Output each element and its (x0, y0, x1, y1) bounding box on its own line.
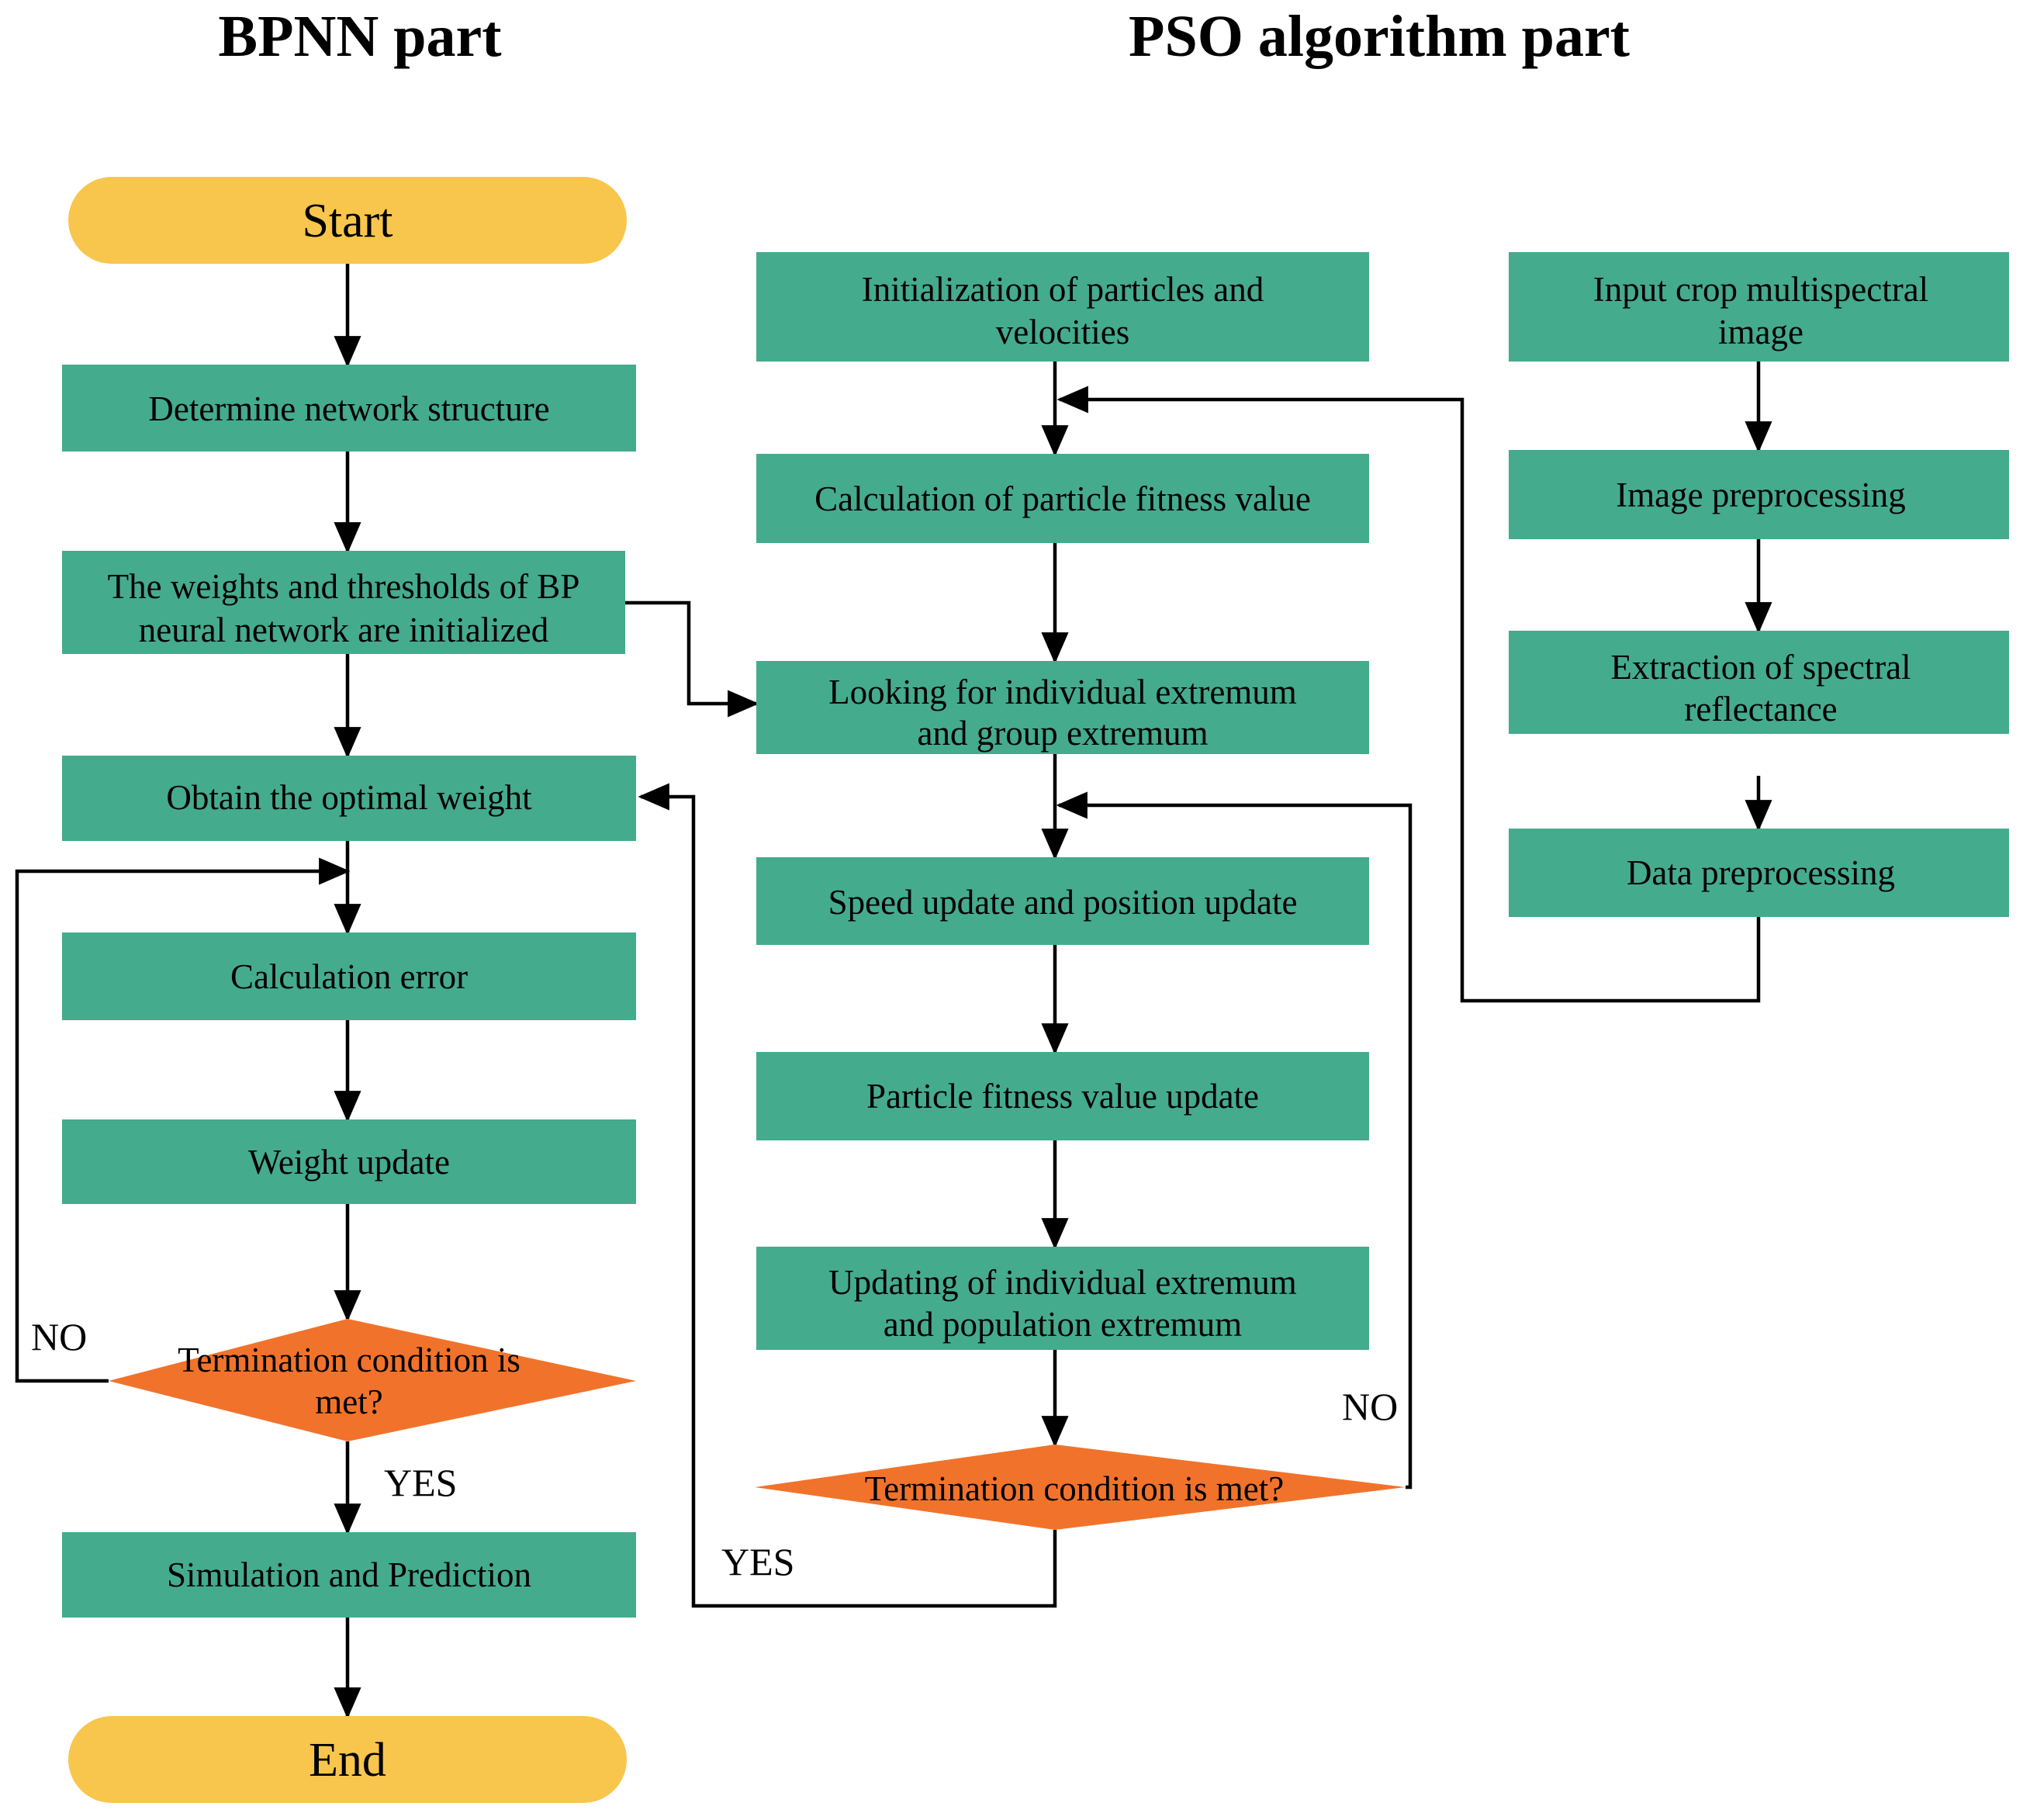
node-speed-position-update-label: Speed update and position update (828, 883, 1298, 922)
bpnn-connectors (15, 262, 361, 1719)
edge-label-pso-yes: YES (721, 1540, 794, 1583)
node-calculation-error-label: Calculation error (230, 957, 468, 996)
node-obtain-optimal-weight-label: Obtain the optimal weight (166, 778, 532, 817)
node-simulation-and-prediction[interactable]: Simulation and Prediction (62, 1532, 636, 1618)
title-bpnn-part: BPNN part (218, 4, 501, 69)
node-particle-fitness-update-label: Particle fitness value update (866, 1077, 1259, 1116)
node-determine-network-structure[interactable]: Determine network structure (62, 365, 636, 452)
node-input-crop-multispectral-image[interactable]: Input crop multispectral image (1509, 252, 2009, 362)
node-determine-network-structure-label: Determine network structure (148, 389, 549, 428)
node-looking-for-extremum-line2: and group extremum (918, 714, 1209, 753)
node-extraction-line2: reflectance (1684, 690, 1837, 728)
node-data-preprocessing[interactable]: Data preprocessing (1509, 829, 2009, 917)
edge-termination-no-loop (15, 857, 351, 1383)
node-end[interactable]: End (68, 1716, 627, 1803)
node-weight-update-label: Weight update (248, 1143, 450, 1182)
node-bpnn-termination-decision[interactable]: Termination condition is met? (109, 1319, 636, 1441)
edge-initweights-to-looking (625, 600, 759, 718)
node-start-label: Start (302, 195, 392, 247)
node-input-crop-line1: Input crop multispectral (1593, 270, 1928, 309)
node-data-preprocessing-label: Data preprocessing (1627, 853, 1895, 892)
node-input-crop-line2: image (1718, 313, 1803, 351)
node-extraction-line1: Extraction of spectral (1610, 648, 1911, 687)
node-updating-extremum-line2: and population extremum (884, 1305, 1242, 1344)
node-bpnn-termination-line2: met? (315, 1382, 382, 1421)
node-calculation-error[interactable]: Calculation error (62, 932, 636, 1020)
node-particle-fitness-update[interactable]: Particle fitness value update (756, 1052, 1369, 1140)
node-obtain-optimal-weight[interactable]: Obtain the optimal weight (62, 756, 636, 841)
data-pipeline-connectors (1056, 362, 1772, 1003)
edge-datapre-to-calcfitness (1056, 386, 1761, 1003)
edge-pso-termination-no-loop (1056, 791, 1413, 1490)
node-extraction-spectral-reflectance[interactable]: Extraction of spectral reflectance (1509, 631, 2009, 734)
node-pso-termination-decision[interactable]: Termination condition is met? (755, 1445, 1406, 1530)
node-calculation-particle-fitness-label: Calculation of particle fitness value (814, 479, 1311, 518)
node-initialize-weights-thresholds[interactable]: The weights and thresholds of BP neural … (62, 551, 625, 654)
title-pso-part: PSO algorithm part (1129, 4, 1630, 69)
node-bpnn-termination-line1: Termination condition is (178, 1341, 520, 1379)
node-initialize-weights-line1: The weights and thresholds of BP (108, 567, 580, 606)
node-pso-initialization[interactable]: Initialization of particles and velociti… (756, 252, 1369, 362)
edge-label-bpnn-yes: YES (384, 1461, 457, 1504)
node-image-preprocessing[interactable]: Image preprocessing (1509, 450, 2009, 539)
node-image-preprocessing-label: Image preprocessing (1616, 476, 1906, 514)
node-speed-position-update[interactable]: Speed update and position update (756, 857, 1369, 945)
edge-label-bpnn-no: NO (31, 1315, 87, 1358)
node-calculation-particle-fitness[interactable]: Calculation of particle fitness value (756, 454, 1369, 543)
pso-connectors (625, 362, 1413, 1608)
node-pso-termination-label: Termination condition is met? (865, 1469, 1284, 1508)
node-pso-initialization-line2: velocities (996, 313, 1129, 351)
edge-label-pso-no: NO (1342, 1385, 1398, 1428)
node-start[interactable]: Start (68, 177, 627, 264)
edge-pso-termination-yes-to-obtain-weight (638, 783, 1057, 1608)
node-initialize-weights-line2: neural network are initialized (139, 611, 549, 649)
node-updating-extremum[interactable]: Updating of individual extremum and popu… (756, 1247, 1369, 1350)
node-looking-for-extremum[interactable]: Looking for individual extremum and grou… (756, 661, 1369, 754)
node-weight-update[interactable]: Weight update (62, 1119, 636, 1204)
node-pso-initialization-line1: Initialization of particles and (862, 270, 1264, 309)
node-simulation-and-prediction-label: Simulation and Prediction (167, 1555, 531, 1594)
node-end-label: End (309, 1734, 386, 1787)
node-updating-extremum-line1: Updating of individual extremum (828, 1263, 1297, 1302)
node-looking-for-extremum-line1: Looking for individual extremum (828, 673, 1297, 711)
